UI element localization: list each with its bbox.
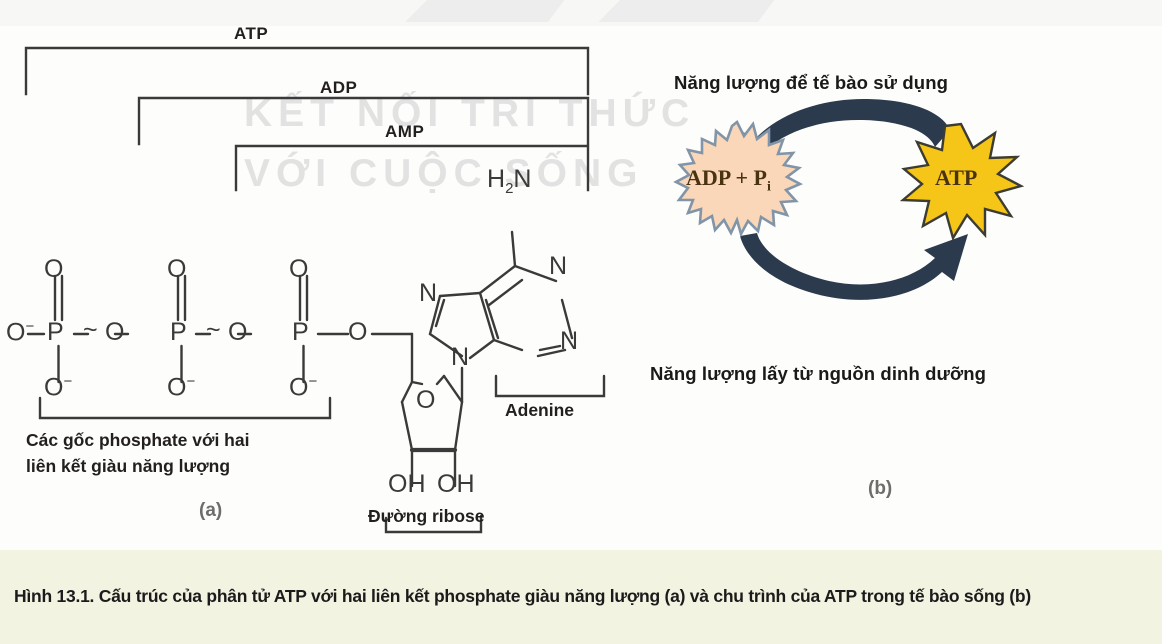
atom-nh2: H2N: [487, 165, 532, 197]
bracket-phosphate-group: [38, 396, 332, 420]
ring-c5-c6-double: [487, 278, 524, 307]
atp-molecule-drawing: [26, 230, 606, 534]
bracket-adenine: [494, 374, 606, 398]
node-adp-pi: [673, 119, 803, 238]
adp-pi-label: ADP + Pi: [686, 165, 771, 195]
figure-caption: Hình 13.1. Cấu trúc của phân tử ATP với …: [14, 586, 1031, 606]
atom-n7: N: [419, 279, 438, 307]
ring-c4-c5-double: [484, 298, 500, 340]
arrow-top: [728, 98, 950, 178]
ring-c2-n3-double: [538, 344, 562, 352]
phosphate-caption-line2: liên kết giàu năng lượng: [26, 456, 231, 476]
ribose-caption: Đường ribose: [368, 506, 485, 526]
atp-cycle-diagram: [673, 98, 1025, 300]
ribose-c4-o: [400, 380, 414, 404]
cycle-bottom-label: Năng lượng lấy từ nguồn dinh dưỡng: [650, 363, 987, 384]
atom-o-bridge-1: O: [105, 318, 125, 346]
ribose-c1-c2: [453, 400, 464, 452]
bracket-amp: [234, 144, 590, 192]
bracket-atp: [24, 46, 590, 96]
atom-o-minus-left: O−: [6, 318, 35, 347]
atom-o-bridge-3: O: [348, 318, 368, 346]
ribose-c4-c3: [400, 400, 414, 452]
atom-o-minus-3: O−: [289, 373, 318, 402]
adp-pi-subscript: i: [766, 179, 771, 195]
ribose-c1-wedge: [435, 374, 446, 386]
panel-b-id: (b): [868, 478, 893, 499]
atom-o-bridge-2: O: [228, 318, 248, 346]
ring-c2-n3: [536, 348, 567, 358]
atom-oh-1: OH: [388, 470, 426, 498]
bracket-label-amp: AMP: [385, 122, 425, 141]
node-atp: [899, 122, 1025, 241]
atom-o1-top: O: [44, 255, 64, 283]
atom-o3-top: O: [289, 255, 309, 283]
arrow-bottom: [740, 233, 968, 300]
atom-o-minus-2: O−: [167, 373, 196, 402]
ring-n3-c4: [492, 338, 524, 352]
bracket-label-atp: ATP: [234, 24, 269, 43]
panel-b-atp-cycle: Năng lượng để tế bào sử dụng Năng lượng …: [620, 0, 1162, 540]
ring-c6-n1: [513, 264, 558, 283]
bond-tilde-2: ~: [206, 316, 221, 344]
bond-c6-nh2: [510, 230, 517, 268]
bracket-ribose: [384, 514, 483, 534]
atom-n3: N: [560, 327, 579, 355]
bracket-label-adp: ADP: [320, 78, 358, 97]
bond-tilde-1: ~: [83, 316, 98, 344]
panel-a-atp-structure: ATP ADP AMP: [0, 0, 640, 540]
panel-a-id: (a): [199, 500, 223, 521]
watermark-top-band: [0, 0, 1162, 26]
ring-n7-c5: [438, 291, 482, 298]
adp-burst-core: [693, 148, 781, 208]
ribose-c4-wedge: [410, 380, 424, 386]
ring-c8-n7: [428, 294, 442, 336]
ring-c4-n9: [468, 338, 496, 360]
atom-oh-2: OH: [437, 470, 475, 498]
ring-n9-c8: [428, 332, 464, 358]
ring-c8-n7-double: [434, 298, 446, 328]
atp-label: ATP: [935, 165, 978, 190]
atom-o-minus-1: O−: [44, 373, 73, 402]
ribose-o-c1: [442, 374, 464, 404]
adp-pi-text: ADP + P: [686, 165, 767, 190]
atom-p1: P: [47, 318, 64, 346]
cycle-top-label: Năng lượng để tế bào sử dụng: [674, 72, 948, 93]
bracket-adp: [137, 96, 590, 146]
phosphate-caption-line1: Các gốc phosphate với hai: [26, 430, 250, 450]
ring-c5-c6: [478, 264, 517, 295]
atom-o2-top: O: [167, 255, 187, 283]
atom-n9: N: [451, 343, 470, 371]
atom-p3: P: [292, 318, 309, 346]
adenine-label: Adenine: [505, 400, 575, 420]
nested-brackets: [24, 46, 590, 192]
atom-n1: N: [549, 252, 568, 280]
ring-n1-c2: [560, 298, 574, 340]
atom-o-ribose: O: [416, 386, 436, 414]
caption-band: [0, 550, 1162, 644]
atom-p2: P: [170, 318, 187, 346]
ring-c5-c4: [478, 291, 496, 342]
atp-star-shape: [899, 122, 1025, 241]
